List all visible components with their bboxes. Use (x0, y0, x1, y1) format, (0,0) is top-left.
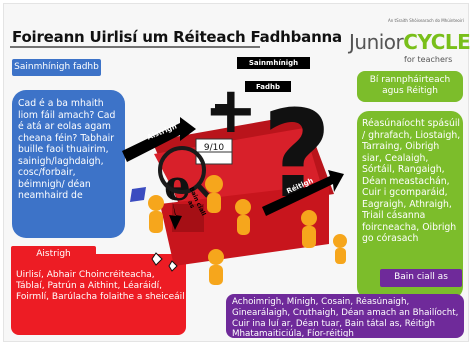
define-label-bg (12, 59, 101, 76)
brand-tagline: for teachers (404, 55, 453, 64)
center-bar-1-label: Sainmhínigh (237, 59, 310, 67)
define-text: Cad é a ba mhaith liom fáil amach? Cad é… (18, 98, 116, 202)
reitigh-arrow (262, 170, 344, 216)
center-bar-2-label: Fadhb (245, 83, 291, 91)
fraction-label: 9/10 (203, 143, 225, 153)
minus-symbol (215, 104, 228, 110)
define-label: Sainmhínigh fadhb (14, 62, 99, 72)
systematic-label-bg (357, 71, 463, 102)
brand-org-line: An tSraith Shóisearach do Mhúinteoirí (388, 18, 464, 23)
define-box-bg (12, 90, 125, 238)
systematic-text: Réasúnaíocht spásúil / ghrafach, Liostai… (362, 118, 461, 245)
brand-name-part1: Junior (349, 30, 404, 54)
aistrigh-arrow (122, 117, 196, 162)
strategy-text: Uirlisí, Ábhair Choincréiteacha, Táblaí,… (16, 270, 185, 303)
systematic-box-bg (357, 111, 463, 299)
reflect-label-bg (380, 269, 462, 287)
strategy-box-bg (11, 254, 186, 335)
reflect-text: Achoimrigh, Mínigh, Cosain, Réasúnaigh, … (232, 297, 459, 337)
brand-logo: JuniorCYCLE (349, 30, 470, 54)
page-title: Foireann Uirlisí um Réiteach Fadhbanna (12, 28, 342, 46)
bain-arrow (169, 187, 182, 230)
magnifier-icon (158, 146, 206, 194)
poster: + ? e (3, 3, 470, 342)
systematic-label: Bí rannpháirteach agus Réitigh (369, 75, 451, 97)
reflect-box-bg (226, 294, 464, 338)
poster-artwork: + ? e (10, 46, 464, 338)
strategy-label: Aistrigh (36, 249, 71, 259)
reflect-label: Bain ciall as (394, 272, 448, 282)
brand-name-part2: CYCLE (403, 30, 470, 54)
